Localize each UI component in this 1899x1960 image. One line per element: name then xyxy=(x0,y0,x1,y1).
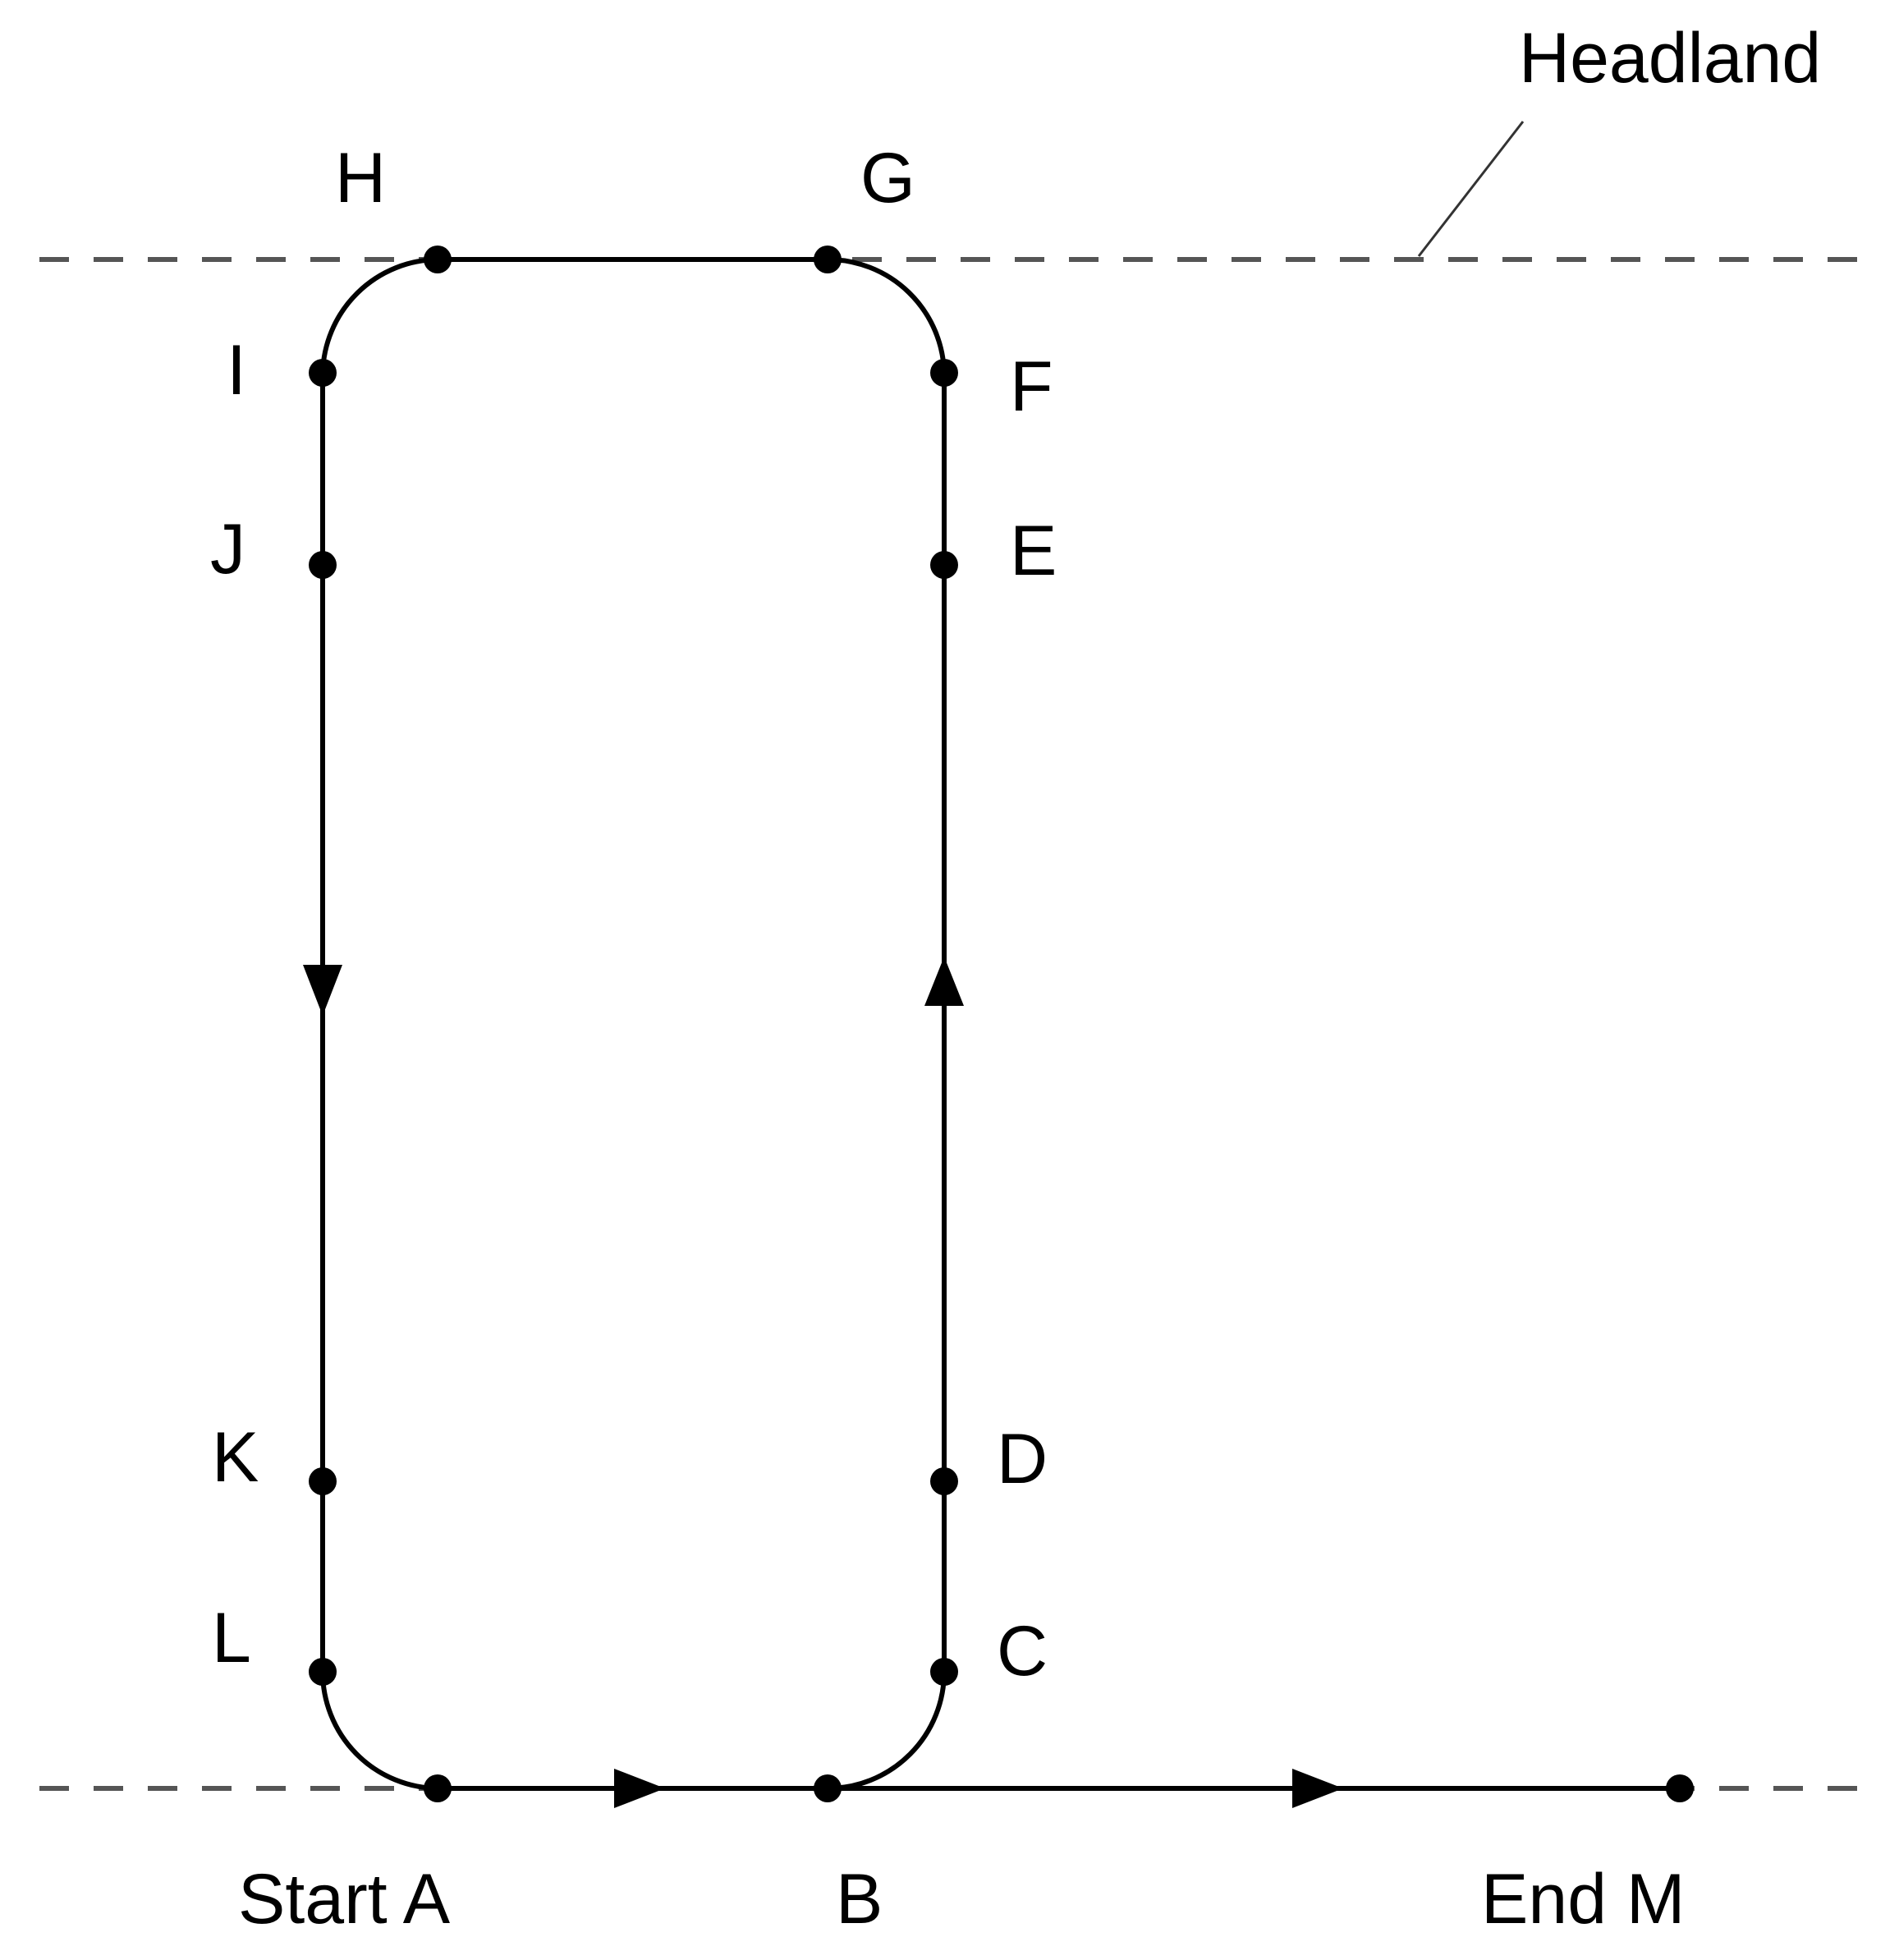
point-d-label: D xyxy=(997,1420,1048,1499)
arrow-right-icon xyxy=(614,1769,665,1808)
point-g-label: G xyxy=(860,139,915,218)
point-g-dot xyxy=(814,246,842,273)
point-f-label: F xyxy=(1010,347,1053,426)
point-a-dot xyxy=(424,1774,452,1802)
point-i-dot xyxy=(309,359,337,387)
point-e-label: E xyxy=(1010,512,1057,590)
point-m-dot xyxy=(1666,1774,1694,1802)
point-k-label: K xyxy=(212,1418,259,1497)
point-c-dot xyxy=(930,1658,958,1686)
point-h-dot xyxy=(424,246,452,273)
headland-label: Headland xyxy=(1519,19,1821,98)
point-h-label: H xyxy=(335,139,386,218)
arrow-down-icon xyxy=(303,965,342,1016)
point-d-dot xyxy=(930,1467,958,1495)
point-l-dot xyxy=(309,1658,337,1686)
headland-leader-line xyxy=(1417,121,1525,257)
point-j-label: J xyxy=(210,510,245,589)
point-i-label: I xyxy=(227,331,246,410)
travel-path xyxy=(320,257,947,1791)
point-l-label: L xyxy=(212,1599,251,1678)
point-j-dot xyxy=(309,551,337,579)
point-k-dot xyxy=(309,1467,337,1495)
point-b-label: B xyxy=(836,1860,883,1939)
point-a-label: Start A xyxy=(238,1860,451,1939)
arrow-up-icon xyxy=(924,957,964,1006)
point-m-label: End M xyxy=(1481,1860,1686,1939)
point-b-dot xyxy=(814,1774,842,1802)
point-e-dot xyxy=(930,551,958,579)
point-f-dot xyxy=(930,359,958,387)
point-c-label: C xyxy=(997,1612,1048,1691)
arrow-right-icon xyxy=(1292,1769,1343,1808)
